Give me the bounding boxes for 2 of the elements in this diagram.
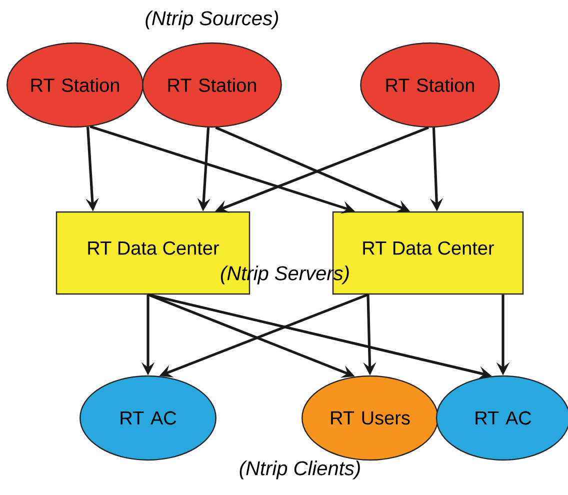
tier-label: (Ntrip Sources) [146,10,278,30]
tier-label: (Ntrip Clients) [240,460,360,480]
